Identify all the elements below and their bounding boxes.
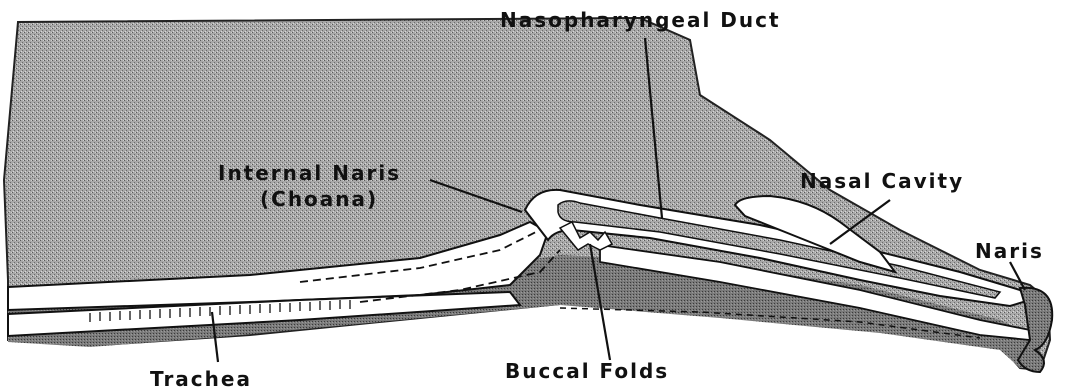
label-naris: Naris [975, 239, 1044, 263]
label-trachea: Trachea [150, 367, 252, 389]
label-internal-naris: Internal Naris [218, 161, 401, 185]
label-nasopharyngeal-duct: Nasopharyngeal Duct [500, 8, 781, 32]
label-choana: (Choana) [260, 187, 378, 211]
label-nasal-cavity: Nasal Cavity [800, 169, 964, 193]
label-buccal-folds: Buccal Folds [505, 359, 669, 383]
